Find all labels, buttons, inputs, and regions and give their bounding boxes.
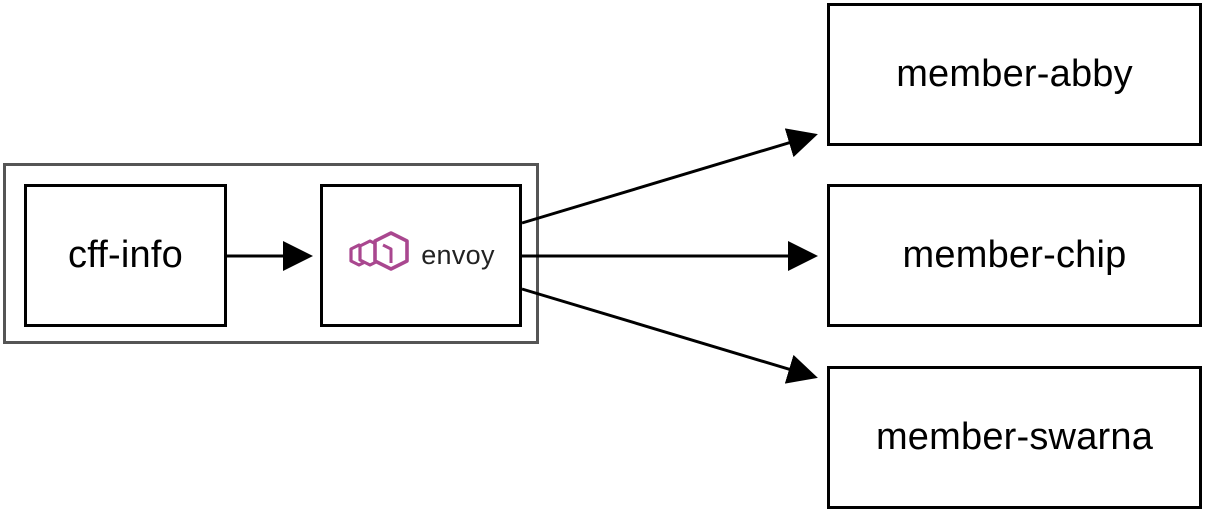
cff-info-node: cff-info bbox=[24, 184, 227, 327]
envoy-label: envoy bbox=[421, 240, 495, 270]
cff-info-label: cff-info bbox=[68, 234, 183, 276]
arrow-envoy-to-abby bbox=[521, 128, 818, 225]
member-swarna-node: member-swarna bbox=[827, 366, 1202, 509]
member-chip-node: member-chip bbox=[827, 184, 1202, 327]
envoy-hexagon-icon bbox=[347, 229, 415, 282]
member-abby-node: member-abby bbox=[827, 3, 1202, 146]
member-abby-label: member-abby bbox=[896, 53, 1133, 95]
member-swarna-label: member-swarna bbox=[875, 416, 1154, 458]
envoy-logo: envoy bbox=[347, 229, 495, 282]
pod-container bbox=[3, 163, 539, 344]
arrow-envoy-to-swarna bbox=[521, 287, 818, 384]
member-chip-label: member-chip bbox=[902, 234, 1127, 276]
envoy-node: envoy bbox=[320, 184, 522, 327]
